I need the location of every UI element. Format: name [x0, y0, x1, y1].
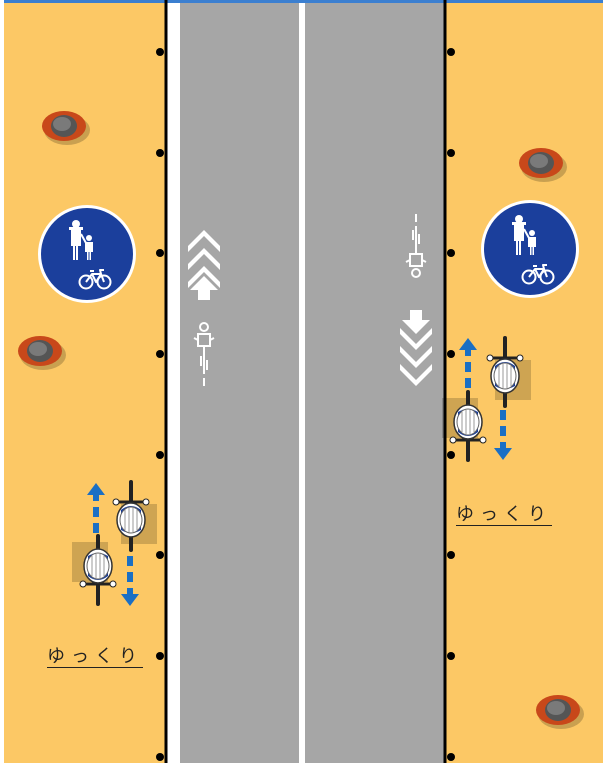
- left-edge: [0, 0, 4, 763]
- shared-path-sign-icon-left: [38, 205, 136, 303]
- slow-caption-right: ゆっくり: [456, 500, 552, 526]
- road-surface: [166, 3, 445, 763]
- left-shoulder: [166, 3, 180, 763]
- shared-path-sign-icon-right: [481, 200, 579, 298]
- top-border: [0, 0, 603, 3]
- slow-caption-left: ゆっくり: [47, 642, 143, 668]
- center-line: [299, 3, 305, 763]
